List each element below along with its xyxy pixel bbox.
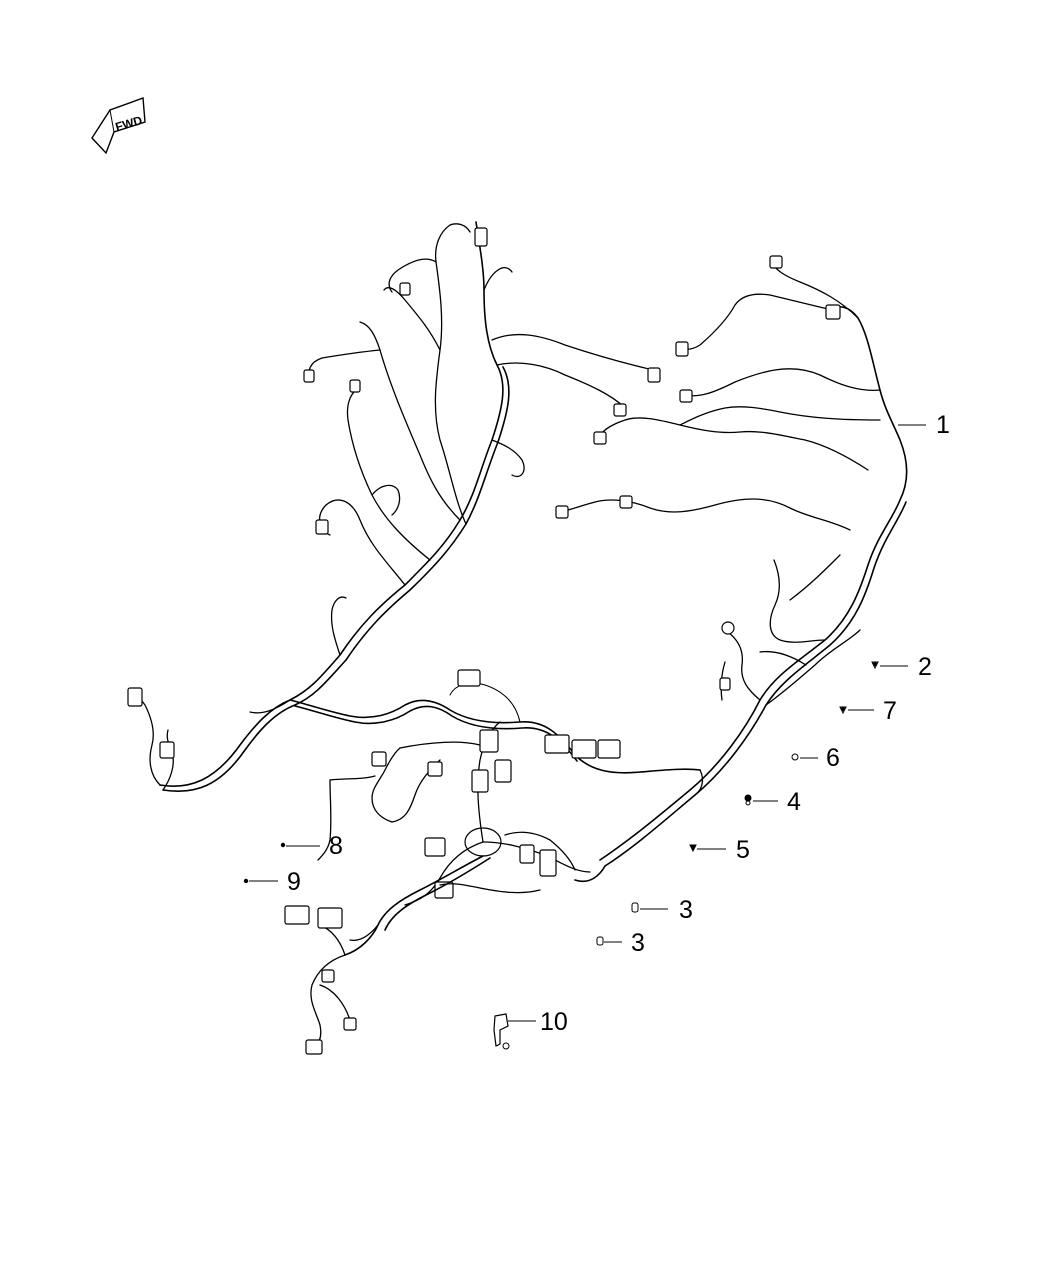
callout-10: 10: [540, 1008, 568, 1036]
callout-7: 7: [883, 697, 897, 725]
callout-8: 8: [329, 832, 343, 860]
callout-5: 5: [736, 836, 750, 864]
part-2-clip: [871, 661, 879, 670]
callout-3a: 3: [679, 896, 693, 924]
callout-9: 9: [287, 868, 301, 896]
wiring-harness-assembly: [127, 221, 908, 1055]
part-3b-clip: [596, 936, 604, 946]
part-6-clip: [791, 753, 799, 761]
part-7-clip: [839, 706, 847, 715]
part-9-clip: [243, 878, 249, 884]
callout-2: 2: [918, 653, 932, 681]
forward-arrow-icon: FWD: [91, 97, 146, 155]
part-5-clip: [689, 844, 697, 853]
callout-3b: 3: [631, 929, 645, 957]
callout-1: 1: [936, 411, 950, 439]
part-8-clip: [280, 842, 286, 848]
part-3a-clip: [631, 902, 639, 913]
part-10-bracket: [493, 1013, 510, 1050]
part-4-clip: [744, 794, 752, 806]
callout-6: 6: [826, 744, 840, 772]
callout-4: 4: [787, 788, 801, 816]
